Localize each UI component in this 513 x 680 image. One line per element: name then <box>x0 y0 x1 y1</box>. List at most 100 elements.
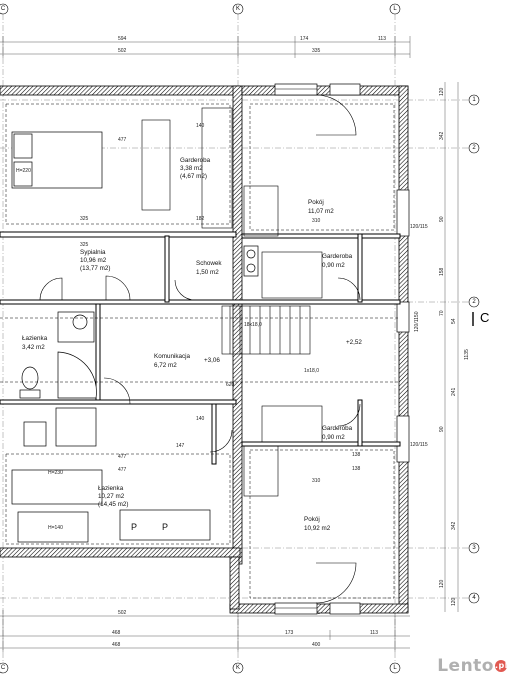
window-label-left: 120/1150 <box>414 311 420 332</box>
level-mark-top: +2,52 <box>346 339 362 346</box>
room-labels: Garderoba 3,38 m2 (4,67 m2) Pokój 11,07 … <box>22 157 353 532</box>
room-1-area: 3,38 m2 <box>180 165 203 172</box>
room-8-name: Garderoba <box>322 425 353 432</box>
room-5-name: Garderoba <box>322 253 353 260</box>
window-label-r2: 120/115 <box>410 442 428 448</box>
bottom-dimensions: 502 335 468 173 113 468 400 <box>0 610 410 652</box>
dim-bottom-400: 400 <box>312 642 321 648</box>
dim-label-138a: 138 <box>352 452 361 458</box>
room-2-name: Pokój <box>308 199 324 206</box>
dim-right-342b: 342 <box>451 521 457 530</box>
room-2-area: 11,07 m2 <box>308 208 334 215</box>
dim-top-113: 113 <box>378 36 386 42</box>
bath-height-a: H=230 <box>48 470 63 476</box>
room-3-area: 10,96 m2 <box>80 257 107 264</box>
dim-label-182: 182 <box>196 216 205 222</box>
right-dimensions: 120 342 90 158 70 54 1135 241 90 120 342… <box>439 82 470 612</box>
interior-walls <box>0 231 401 465</box>
room-7-area: 6,72 m2 <box>154 362 177 369</box>
window-label-r1: 120/115 <box>410 224 428 230</box>
section-letter: C <box>480 310 489 325</box>
room-3-name: Sypialnia <box>80 249 106 256</box>
axis-label-right-4: 3 <box>472 545 476 551</box>
axis-label-right-2: 2 <box>472 145 476 151</box>
axis-bubbles-bottom: C K L <box>0 662 401 674</box>
dim-right-120c: 120 <box>451 597 457 606</box>
axis-label-top-3: L <box>393 6 397 12</box>
dim-bottom-173: 173 <box>285 630 294 636</box>
fixtures <box>0 94 400 604</box>
dim-label-477a: 477 <box>118 137 127 143</box>
parking-mark-2: P <box>162 522 168 532</box>
axis-bubbles-right: 1 2 2 3 4 <box>468 94 480 604</box>
dim-bottom-113: 113 <box>370 630 378 636</box>
misc-labels: +2,52 +3,06 120/1150 120/115 120/115 18x… <box>16 123 428 532</box>
dim-label-477c: 477 <box>118 454 127 460</box>
stairs-label-bot: 1x18,0 <box>304 368 319 374</box>
room-1-extra: (4,67 m2) <box>180 173 207 180</box>
dim-right-90a: 90 <box>439 216 445 222</box>
axis-label-top-1: C <box>1 6 6 12</box>
room-3-extra: (13,77 m2) <box>80 265 110 272</box>
dim-top-174: 174 <box>300 36 309 42</box>
room-6-name: Łazienka <box>22 335 48 342</box>
dim-right-70: 70 <box>439 310 445 316</box>
dim-label-140b: 140 <box>196 416 205 422</box>
windows <box>274 83 410 615</box>
dim-right-120b: 120 <box>439 579 445 588</box>
watermark-text: Lento <box>437 656 494 676</box>
dim-label-147: 147 <box>176 443 185 449</box>
level-mark-mid: +3,06 <box>204 357 220 364</box>
room-7-name: Komunikacja <box>154 353 191 360</box>
room-1-name: Garderoba <box>180 157 211 164</box>
axis-label-bottom-1: C <box>1 665 6 671</box>
room-9-extra: (14,45 m2) <box>98 501 128 508</box>
axis-label-right-3: 2 <box>472 299 476 305</box>
dim-label-620: 620 <box>226 382 235 388</box>
staircase <box>221 185 311 497</box>
axis-label-bottom-3: L <box>393 665 397 671</box>
exterior-walls <box>0 85 409 614</box>
dim-right-342a: 342 <box>439 131 445 140</box>
dim-bottom-468b: 468 <box>112 642 121 648</box>
dim-right-120a: 120 <box>439 87 445 96</box>
room-9-area: 10,27 m2 <box>98 493 125 500</box>
axis-label-bottom-2: K <box>236 665 240 671</box>
stairs-label-top: 18x18,0 <box>244 322 262 328</box>
bed-height-b: H=140 <box>48 525 63 531</box>
room-4-name: Schowek <box>196 260 222 267</box>
dim-right-90b: 90 <box>439 426 445 432</box>
room-8-area: 0,90 m2 <box>322 434 345 441</box>
axis-label-right-5: 4 <box>472 595 476 601</box>
dim-top-335: 335 <box>312 48 321 54</box>
dim-right-1135: 1135 <box>464 349 470 360</box>
dim-label-140a: 140 <box>196 123 205 129</box>
dim-bottom-468a: 468 <box>112 630 121 636</box>
room-4-area: 1,50 m2 <box>196 269 219 276</box>
watermark-suffix-icon: .pl <box>495 660 509 672</box>
dim-right-158: 158 <box>439 267 445 276</box>
dim-label-138b: 138 <box>352 466 361 472</box>
dim-label-310b: 310 <box>312 478 321 484</box>
parking-mark-1: P <box>131 522 137 532</box>
dim-top-594: 594 <box>118 36 127 42</box>
top-dimensions: 594 174 113 502 335 <box>0 36 411 58</box>
bed-height-a: H=220 <box>16 168 31 174</box>
dim-label-325b: 325 <box>80 242 89 248</box>
dim-bottom-502: 502 <box>118 610 127 616</box>
room-10-name: Pokój <box>304 516 320 523</box>
room-9-name: Łazienka <box>98 485 124 492</box>
dim-right-54: 54 <box>451 318 457 324</box>
dim-right-241: 241 <box>451 387 457 396</box>
room-10-area: 10,92 m2 <box>304 525 331 532</box>
axis-bubbles-top: C K L <box>0 3 401 15</box>
dim-top-502: 502 <box>118 48 127 54</box>
dim-label-477b: 477 <box>118 467 127 473</box>
room-6-area: 3,42 m2 <box>22 344 45 351</box>
dim-label-325a: 325 <box>80 216 89 222</box>
site-watermark: Lento.pl <box>437 656 507 676</box>
axis-label-right-1: 1 <box>472 97 476 103</box>
axis-label-top-2: K <box>236 6 240 12</box>
room-5-area: 0,90 m2 <box>322 262 345 269</box>
